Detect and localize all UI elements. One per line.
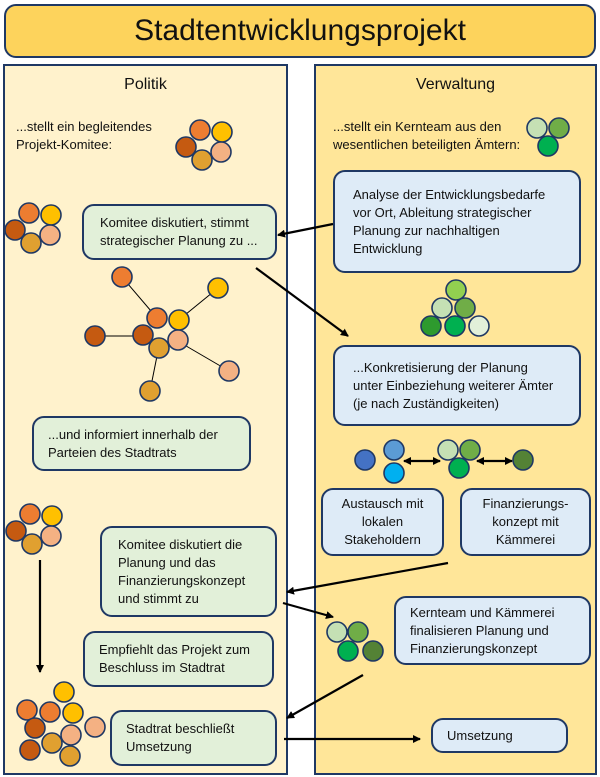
member-circle — [383, 439, 405, 461]
member-circle — [148, 337, 170, 359]
box-stadtrat-beschluss: Stadtrat beschließt Umsetzung — [110, 710, 277, 766]
member-circle — [537, 135, 559, 157]
member-circle — [62, 702, 84, 724]
box-konkretisierung: ...Konkretisierung der Planung unter Ein… — [333, 345, 581, 426]
box-analyse: Analyse der Entwicklungsbedarfe vor Ort,… — [333, 170, 581, 273]
member-circle — [16, 699, 38, 721]
member-circle — [39, 224, 61, 246]
member-circle — [20, 232, 42, 254]
member-circle — [191, 149, 213, 171]
member-circle — [211, 121, 233, 143]
box-empfehlung: Empfiehlt das Projekt zum Beschluss im S… — [83, 631, 274, 687]
member-circle — [167, 329, 189, 351]
politik-intro: ...stellt ein begleitendes Projekt-Komit… — [16, 119, 152, 152]
box-komitee-finanzierung: Komitee diskutiert die Planung und das F… — [100, 526, 277, 617]
member-circle — [40, 525, 62, 547]
arrow-finanzierung-to-komitee — [286, 561, 449, 595]
page-title: Stadtentwicklungsprojekt — [4, 4, 596, 58]
member-circle — [548, 117, 570, 139]
member-circle — [210, 141, 232, 163]
member-circle — [21, 533, 43, 555]
member-circle — [362, 640, 384, 662]
member-circle — [420, 315, 442, 337]
member-circle — [24, 717, 46, 739]
member-circle — [5, 520, 27, 542]
member-circle — [168, 309, 190, 331]
member-circle — [19, 739, 41, 761]
member-circle — [448, 457, 470, 479]
member-circle — [354, 449, 376, 471]
member-circle — [347, 621, 369, 643]
member-circle — [139, 380, 161, 402]
member-circle — [40, 204, 62, 226]
member-circle — [84, 716, 106, 738]
box-komitee-strategie: Komitee diskutiert, stimmt strategischer… — [82, 204, 277, 260]
member-circle — [146, 307, 168, 329]
member-circle — [326, 621, 348, 643]
member-circle — [526, 117, 548, 139]
member-circle — [431, 297, 453, 319]
box-finalisieren: Kernteam und Kämmerei finalisieren Planu… — [394, 596, 591, 665]
member-circle — [175, 136, 197, 158]
arrow-kernteam-to-stadtrat — [286, 674, 364, 719]
politik-heading: Politik — [124, 76, 167, 93]
member-circle — [337, 640, 359, 662]
member-circle — [459, 439, 481, 461]
box-finanzierungskonzept: Finanzierungs-konzept mit Kämmerei — [460, 488, 591, 556]
member-circle — [468, 315, 490, 337]
member-circle — [512, 449, 534, 471]
arrow-analyse-to-komitee — [277, 222, 334, 238]
member-circle — [189, 119, 211, 141]
member-circle — [445, 279, 467, 301]
member-circle — [84, 325, 106, 347]
member-circle — [218, 360, 240, 382]
member-circle — [454, 297, 476, 319]
box-austausch-stakeholder: Austausch mit lokalen Stakeholdern — [321, 488, 444, 556]
member-circle — [111, 266, 133, 288]
member-circle — [41, 505, 63, 527]
member-circle — [132, 324, 154, 346]
arrow-komitee-to-kernteam — [282, 601, 334, 619]
member-circle — [4, 219, 26, 241]
verwaltung-intro: ...stellt ein Kernteam aus den wesentlic… — [333, 119, 521, 152]
member-circle — [19, 503, 41, 525]
member-circle — [60, 724, 82, 746]
member-circle — [18, 202, 40, 224]
member-circle — [444, 315, 466, 337]
box-umsetzung: Umsetzung — [431, 718, 568, 753]
member-circle — [437, 439, 459, 461]
member-circle — [53, 681, 75, 703]
arrow-komitee-to-konkretisierung — [255, 267, 349, 337]
verwaltung-heading: Verwaltung — [415, 76, 496, 93]
member-circle — [207, 277, 229, 299]
member-circle — [39, 701, 61, 723]
member-circle — [383, 462, 405, 484]
box-informiert-parteien: ...und informiert innerhalb der Parteien… — [32, 416, 251, 471]
member-circle — [59, 745, 81, 767]
member-circle — [41, 732, 63, 754]
